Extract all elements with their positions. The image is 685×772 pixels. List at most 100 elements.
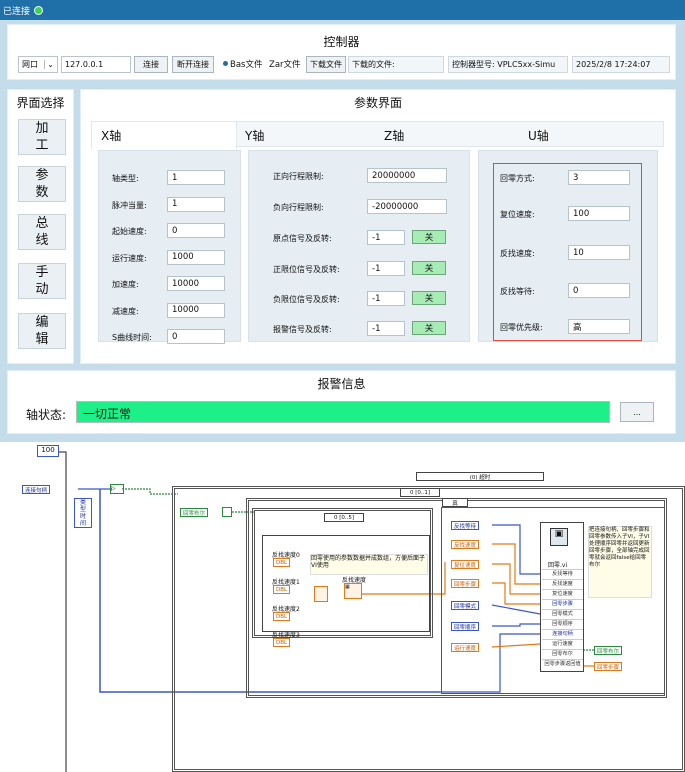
outer-case-frame [172,486,685,772]
y-toggle-button[interactable]: 关 [412,261,446,275]
subvi-terminal: 复位速度 [542,589,583,597]
x-field-input[interactable]: 1 [167,170,225,185]
connected-led-icon [34,5,44,15]
sidebar-item-params[interactable]: 参 数 [18,166,66,202]
axis-status-label: 轴状态: [26,408,67,422]
y-toggle-button[interactable]: 关 [412,230,446,244]
more-button[interactable]: ... [620,402,654,422]
tab-y[interactable]: Y轴 [245,129,265,143]
speed2-control: DBL [273,612,291,621]
sidebar-item-process[interactable]: 加 工 [18,119,66,155]
sidebar-item-manual[interactable]: 手 动 [18,263,66,299]
ip-input[interactable]: 127.0.0.1 [61,56,131,73]
tab-x[interactable]: X轴 [101,129,122,143]
y-field-input[interactable]: -1 [367,321,405,336]
loop-tunnel-icon [222,507,232,517]
tab-z[interactable]: Z轴 [384,129,405,143]
y-field-label: 正向行程限制: [273,172,324,181]
diagram-input-local: 回零模式 [451,601,480,610]
u-field-input[interactable]: 0 [568,283,630,298]
connect-button[interactable]: 连接 [134,56,168,73]
tab-u[interactable]: U轴 [528,129,549,143]
params-title: 参数界面 [353,96,402,110]
datetime-display: 2025/2/8 17:24:07 [572,56,670,73]
subvi-icon: ▣ [550,528,568,546]
port-select[interactable]: 网口 ⌄ [18,56,58,73]
x-field-label: 起始速度: [112,227,147,236]
diagram-input-local: 运行速度 [451,643,480,652]
axis-status-value: 一切正常 [76,401,610,423]
sub-sequence-selector[interactable]: 0 [0..5] [324,513,364,522]
bas-radio-icon[interactable] [223,61,228,66]
x-field-input[interactable]: 10000 [167,276,225,291]
sidebar-title: 界面选择 [16,96,65,110]
speed-array-indicator-icon: ▦ [344,583,362,599]
true-case-selector[interactable]: 真 [442,498,468,507]
y-field-input[interactable]: -1 [367,261,405,276]
status-bar: 已连接 [0,0,685,20]
sidebar-item-edit[interactable]: 编 辑 [18,313,66,349]
x-field-input[interactable]: 0 [167,329,225,344]
controller-model: 控制器型号: VPLC5xx-Simu [448,56,568,73]
x-field-input[interactable]: 1000 [167,249,225,265]
x-field-label: 加速度: [112,280,139,289]
wires [58,451,594,772]
sidebar-item-bus[interactable]: 总 线 [18,214,66,250]
u-field-label: 反找等待: [500,287,535,296]
chevron-down-icon: ⌄ [44,60,54,69]
connect-handle-control: 连接句柄 [22,485,51,494]
subvi-terminal: 回零步骤返回值 [542,659,583,667]
comment-subvi: 把连接句柄、回零步骤和回零参数传入子VI，子VI处理顺序回零并返回更新回零步骤，… [588,526,652,598]
y-toggle-button[interactable]: 关 [412,321,446,335]
speed0-label: 反找速度0 [272,552,300,559]
u-field-input[interactable]: 3 [568,170,630,185]
y-field-label: 原点信号及反转: [273,234,332,243]
y-field-input[interactable]: -1 [367,291,405,306]
bas-file-option[interactable]: Bas文件 [230,60,263,70]
downloaded-file-display: 下载的文件: [348,56,444,73]
port-label: 网口 [22,60,38,69]
block-diagram: 100 连接句柄 类 型 时 间 ▷ (0) 超时 0 [0..1] 真 回零布… [0,442,685,772]
tab-x-active-bg [91,121,237,149]
y-field-input[interactable]: -20000000 [367,199,447,214]
speed-array-label: 反找速度 [342,577,367,584]
sequence-selector[interactable]: 0 [0..1] [400,488,440,497]
u-field-label: 回零优先级: [500,323,543,332]
subvi-terminal: 回零顺序 [542,619,583,627]
disconnect-button[interactable]: 断开连接 [172,56,214,73]
u-field-label: 反找速度: [500,249,535,258]
speed1-control: DBL [273,585,291,594]
x-field-input[interactable]: 0 [167,223,225,238]
u-field-label: 复位速度: [500,210,535,219]
diagram-input-local: 反找速度 [451,540,480,549]
connection-status: 已连接 [3,6,31,17]
y-field-label: 负向行程限制: [273,203,324,212]
out-home-bool: 回零布尔 [594,646,623,655]
diagram-input-local: 反找等待 [451,521,480,530]
subvi-terminal: 回零模式 [542,609,583,617]
y-toggle-button[interactable]: 关 [412,291,446,305]
x-field-label: 轴类型: [112,174,139,183]
speed3-control: DBL [273,638,291,647]
y-field-input[interactable]: 20000000 [367,168,447,183]
y-field-label: 负限位信号及反转: [273,295,340,304]
u-field-input[interactable]: 100 [568,206,630,221]
alarm-title: 报警信息 [317,377,366,391]
u-field-input[interactable]: 10 [568,245,630,260]
home-params-highlight [493,163,642,341]
download-file-button[interactable]: 下载文件 [306,56,346,73]
y-field-input[interactable]: -1 [367,230,405,245]
case-selector-timeout[interactable]: (0) 超时 [416,472,544,481]
y-field-label: 报警信号及反转: [273,325,332,334]
subvi-terminal: 回零步骤 [542,599,583,607]
true-case-frame [441,507,665,694]
x-field-input[interactable]: 10000 [167,302,225,318]
out-home-step: 回零步骤 [594,662,623,671]
type-time-cluster: 类 型 时 间 [74,498,92,528]
diagram-input-local: 回零顺序 [451,622,480,631]
x-field-input[interactable]: 1 [167,196,225,212]
home-subvi[interactable] [540,522,584,672]
u-field-input[interactable]: 高 [568,319,630,334]
subvi-terminal: 回零布尔 [542,649,583,657]
zar-file-option[interactable]: Zar文件 [269,60,301,70]
